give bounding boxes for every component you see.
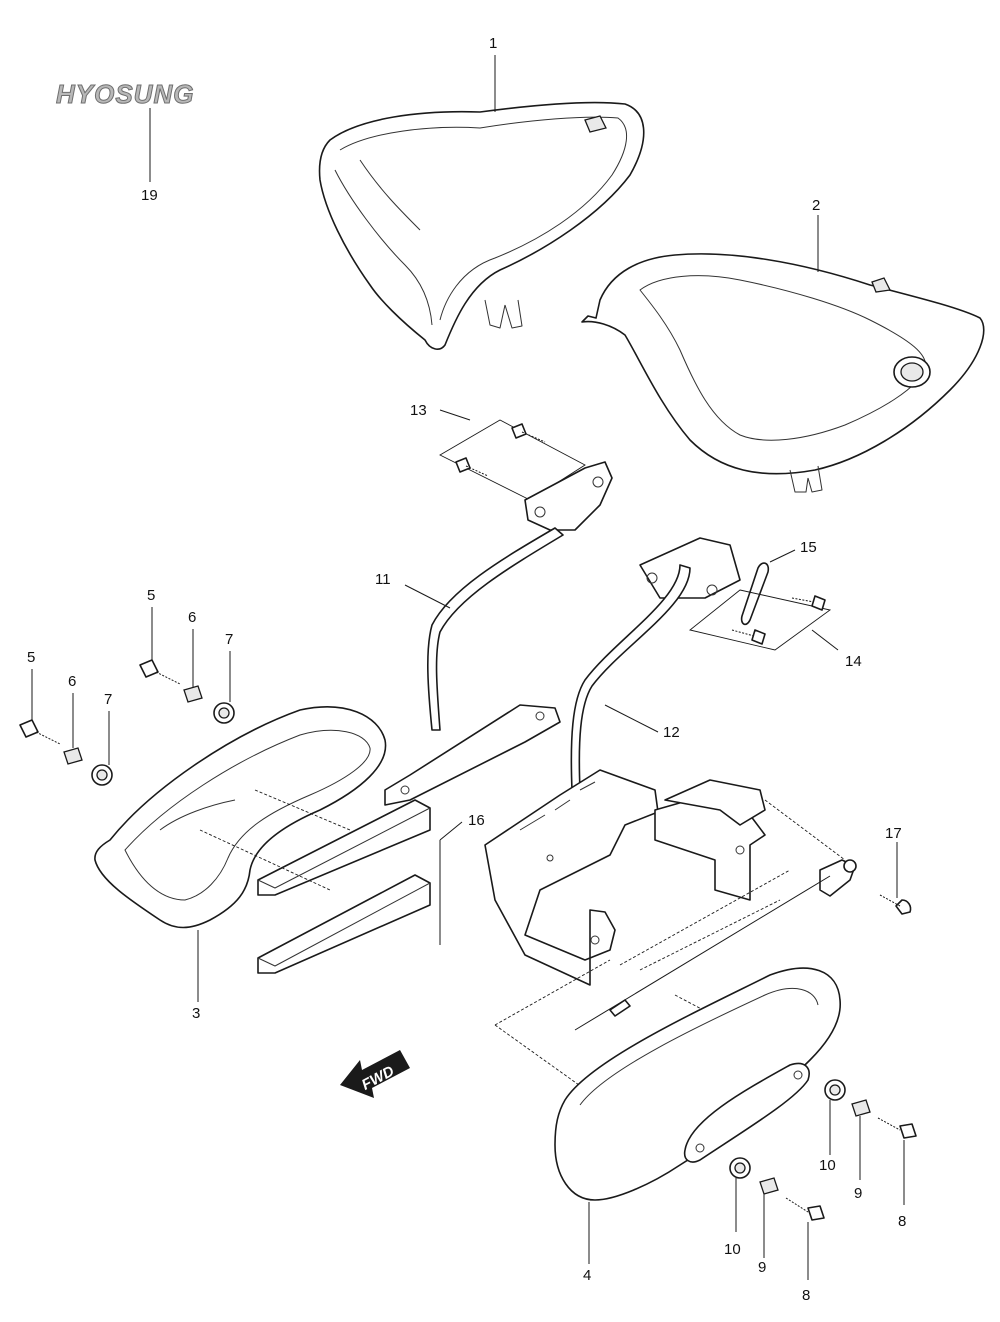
leader-13 <box>439 409 471 421</box>
leader-11 <box>404 584 451 609</box>
callout-11: 11 <box>375 571 391 588</box>
leader-15 <box>769 549 796 563</box>
bolt-8-upper <box>877 1117 917 1139</box>
collar-6-upper <box>183 685 203 703</box>
bolt-5-upper <box>139 659 181 685</box>
bracket-small <box>819 859 857 897</box>
callout-17: 17 <box>885 825 902 842</box>
callout-13: 13 <box>410 402 427 419</box>
callout-5-upper: 5 <box>147 587 155 604</box>
frame-cover-right <box>554 967 841 1201</box>
hyosung-emblem: HYOSUNG <box>56 79 194 110</box>
collar-9-lower <box>759 1177 779 1195</box>
bolt-13b <box>455 457 489 477</box>
callout-7-upper: 7 <box>225 631 233 648</box>
callout-6-upper: 6 <box>188 609 196 626</box>
grommet-7-upper <box>213 702 235 724</box>
bolt-8-lower <box>785 1197 825 1221</box>
grommet-10-lower <box>729 1157 751 1179</box>
callout-10-lower: 10 <box>724 1241 741 1258</box>
bolt-5-lower <box>19 719 61 745</box>
grommet-7-lower <box>91 764 113 786</box>
leader-16 <box>439 821 463 945</box>
screw-17 <box>879 894 912 915</box>
stay-bracket-12 <box>570 537 741 791</box>
callout-8-upper: 8 <box>898 1213 906 1230</box>
grommet-10-upper <box>824 1079 846 1101</box>
callout-2: 2 <box>812 197 820 214</box>
bolt-13a <box>511 423 546 443</box>
callout-15: 15 <box>800 539 817 556</box>
callout-3: 3 <box>192 1005 200 1022</box>
foam-strip-16-lower <box>257 874 431 974</box>
frame-cradle <box>484 769 766 986</box>
callout-7-lower: 7 <box>104 691 112 708</box>
callout-1: 1 <box>489 35 497 52</box>
collar-6-lower <box>63 747 83 765</box>
cable-rod <box>574 875 831 1031</box>
stay-bracket-11 <box>384 461 613 806</box>
callout-10-upper: 10 <box>819 1157 836 1174</box>
callout-19: 19 <box>141 187 158 204</box>
bolt-14a <box>791 595 826 611</box>
callout-4: 4 <box>583 1267 591 1284</box>
foam-strip-16-upper <box>257 799 431 896</box>
side-cover-left <box>318 101 645 350</box>
callout-9-upper: 9 <box>854 1185 862 1202</box>
leader-12 <box>604 704 659 733</box>
leader-14 <box>811 629 839 651</box>
side-cover-right <box>581 253 985 493</box>
collar-9-upper <box>851 1099 871 1117</box>
callout-12: 12 <box>663 724 680 741</box>
hyosung-emblem-text: HYOSUNG <box>56 79 194 109</box>
bolt-14b <box>731 629 766 645</box>
callout-8-lower: 8 <box>802 1287 810 1304</box>
callout-5-lower: 5 <box>27 649 35 666</box>
callout-9-lower: 9 <box>758 1259 766 1276</box>
callout-6-lower: 6 <box>68 673 76 690</box>
forward-direction-arrow: FWD <box>340 1050 410 1098</box>
frame-cover-left <box>94 706 387 929</box>
callout-16: 16 <box>468 812 485 829</box>
callout-14: 14 <box>845 653 862 670</box>
